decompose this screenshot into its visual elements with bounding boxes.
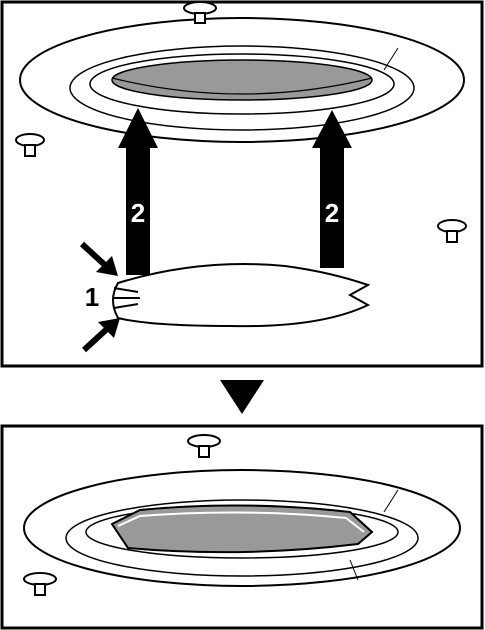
push-label-left: 2 [131,198,145,228]
ring-fixture-bottom [24,470,460,586]
panel-step-1: 2 2 1 [2,2,482,366]
down-triangle-icon [220,380,264,414]
panel-step-2 [2,426,482,628]
push-label-right: 2 [325,198,339,228]
ring-fixture-top [20,18,464,142]
squeeze-label: 1 [85,282,99,312]
lens-cover [113,264,368,326]
